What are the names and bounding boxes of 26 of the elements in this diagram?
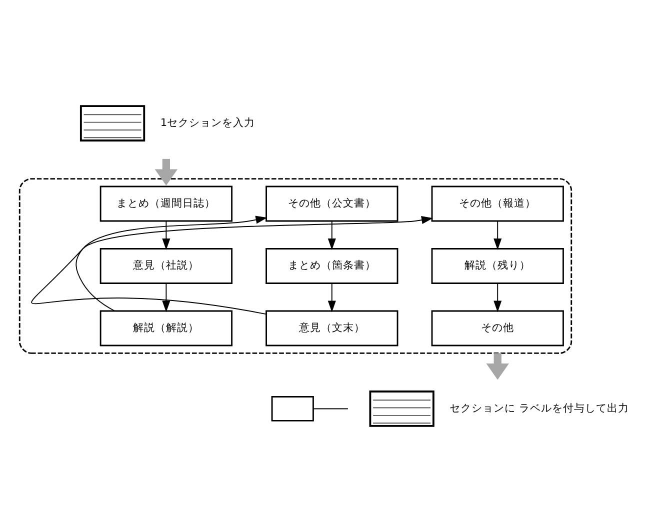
arrow: [31, 216, 434, 314]
node-box: まとめ（箇条書）: [266, 248, 398, 284]
node-box: 意見（社説）: [100, 248, 233, 284]
arrow: [328, 282, 336, 312]
node-label: 1セクションを入力: [160, 116, 256, 128]
node-document: [369, 390, 434, 426]
node-box: 解説（残り）: [431, 248, 564, 284]
arrow: [154, 158, 178, 186]
arrow: [76, 215, 268, 311]
node-document: [80, 104, 146, 141]
node-box: その他（報道）: [431, 185, 564, 222]
arrow: [162, 282, 170, 312]
node-box: [271, 396, 314, 421]
node-box: まとめ（週間日誌）: [100, 185, 233, 222]
arrow: [494, 282, 502, 312]
node-box: 意見（文末）: [266, 310, 398, 346]
cluster: [18, 178, 572, 354]
arrow: [486, 352, 509, 380]
node-box: 解説（解説）: [100, 310, 233, 346]
arrow: [162, 220, 170, 250]
node-label: セクションに ラベルを付与して出力: [450, 402, 630, 414]
connector: [312, 408, 348, 409]
arrow: [328, 220, 336, 250]
arrow: [494, 220, 502, 250]
node-box: その他（公文書）: [266, 185, 398, 222]
node-box: その他: [431, 310, 564, 346]
